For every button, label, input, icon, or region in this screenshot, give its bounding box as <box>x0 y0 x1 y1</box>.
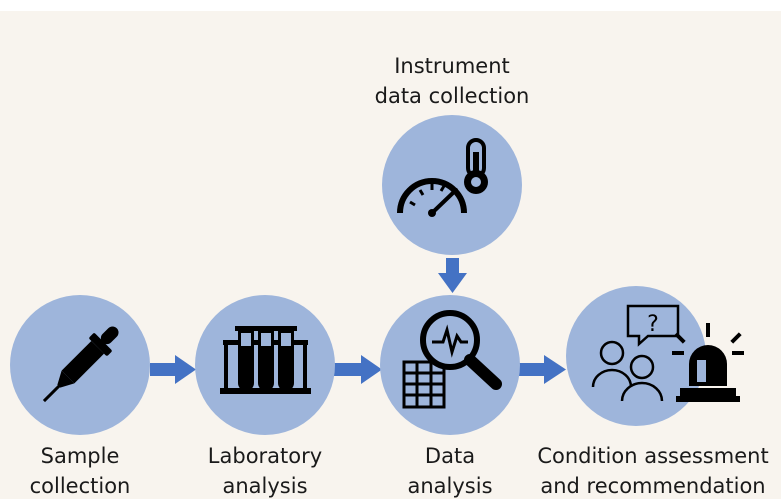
label-line-2: and recommendation <box>540 474 766 498</box>
label-line-2: analysis <box>222 474 308 498</box>
label-sample-collection: Sample collection <box>10 441 150 501</box>
magnifier-table-icon <box>402 310 502 409</box>
label-line-1: Condition assessment <box>537 444 769 468</box>
dropper-icon <box>42 326 119 403</box>
meeting-alarm-icon: ? <box>591 304 744 402</box>
label-data-analysis: Data analysis <box>390 441 510 501</box>
label-laboratory-analysis: Laboratory analysis <box>190 441 340 501</box>
arrow-sample-to-lab <box>150 355 196 384</box>
arrow-data-to-condition <box>519 355 566 384</box>
node-condition-assessment <box>566 286 706 426</box>
label-line-1: Data <box>424 444 476 468</box>
label-line-1: Sample <box>40 444 120 468</box>
label-instrument-data-collection: Instrument data collection <box>352 51 552 111</box>
label-line-2: collection <box>29 474 131 498</box>
arrows <box>150 258 566 384</box>
svg-text:?: ? <box>647 312 659 337</box>
arrow-lab-to-data <box>334 355 382 384</box>
node-circles <box>10 115 706 435</box>
arrow-instrument-to-data <box>438 258 467 293</box>
gauge-thermometer-icon <box>397 138 488 217</box>
test-tubes-icon <box>220 326 311 394</box>
label-line-1: Laboratory <box>207 444 323 468</box>
label-line-2: data collection <box>374 84 530 108</box>
label-line-1: Instrument <box>394 54 510 78</box>
label-condition-assessment: Condition assessment and recommendation <box>528 441 778 501</box>
label-line-2: analysis <box>407 474 493 498</box>
